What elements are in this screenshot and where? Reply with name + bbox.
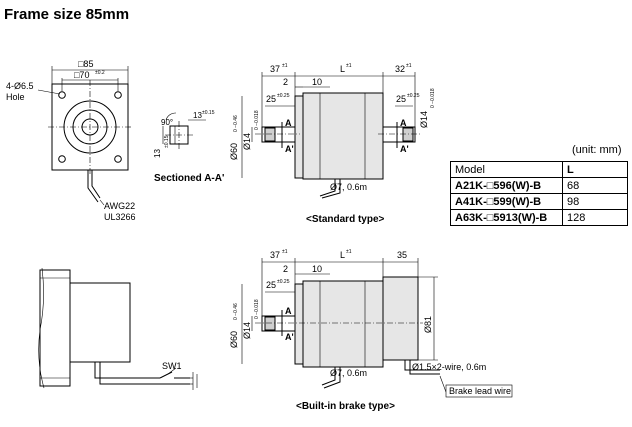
table-row: A21K-□596(W)-B 68: [450, 177, 628, 194]
std-dim-60-tol: 0 −0.46: [233, 115, 239, 132]
header-model: Model: [450, 161, 563, 178]
unit-label: (unit: mm): [572, 144, 622, 156]
std-marker-a-rear: A: [400, 118, 407, 128]
switch-sw1: SW1: [162, 361, 182, 371]
std-dim-37-tol: ±1: [282, 63, 288, 69]
brake-dim-60-tol: 0 −0.46: [233, 303, 239, 320]
dim-outer-85: □85: [78, 59, 93, 69]
std-cable: Ø7, 0.6m: [330, 182, 367, 192]
row-L: 128: [562, 209, 628, 226]
std-dim-25: 25: [266, 94, 276, 104]
std-dim-14-tol: 0 −0.018: [254, 110, 260, 130]
brake-lead-box: [445, 384, 513, 398]
section-dim-13v: 13: [153, 149, 162, 158]
row-model: A21K-□596(W)-B: [450, 177, 563, 194]
row-L: 68: [562, 177, 628, 194]
brake-dim-L-tol: ±1: [346, 249, 352, 255]
header-L: L: [562, 161, 628, 178]
page-title: Frame size 85mm: [4, 6, 130, 23]
row-model: A41K-□599(W)-B: [450, 193, 563, 210]
brake-dim-81: Ø81: [423, 316, 433, 333]
brake-marker-a-prime: A': [285, 332, 294, 342]
side-view: [38, 267, 198, 390]
standard-view: [241, 72, 420, 199]
brake-dim-10: 10: [312, 264, 322, 274]
section-dim-13v-tol: ±0.15: [164, 135, 170, 148]
std-dim-L: L: [340, 64, 345, 74]
brake-marker-a: A: [285, 306, 292, 316]
std-dim-32-tol: ±1: [406, 63, 412, 69]
std-dim-32: 32: [395, 64, 405, 74]
brake-dim-L: L: [340, 250, 345, 260]
table-row: A63K-□5913(W)-B 128: [450, 209, 628, 226]
section-aa-view: [162, 112, 206, 149]
std-marker-a-prime: A': [285, 144, 294, 154]
std-marker-a: A: [285, 118, 292, 128]
brake-type-label: <Built-in brake type>: [296, 401, 395, 412]
section-90-deg: 90°: [161, 118, 173, 127]
std-dim-37: 37: [270, 64, 280, 74]
std-dim-60: Ø60: [229, 143, 239, 160]
standard-type-label: <Standard type>: [306, 214, 385, 225]
std-dim-14: Ø14: [242, 133, 252, 150]
section-dim-13: 13: [193, 111, 202, 120]
brake-dim-60: Ø60: [229, 331, 239, 348]
table-row: A41K-□599(W)-B 98: [450, 193, 628, 210]
hole-spec: 4-Ø6.5: [6, 81, 34, 91]
std-dim-14r-tol: 0 −0.018: [430, 88, 436, 108]
front-view: [37, 66, 132, 206]
std-dim-10: 10: [312, 77, 322, 87]
brake-dim-14-tol: 0 −0.018: [254, 299, 260, 319]
cable-awg: AWG22: [104, 201, 135, 211]
cable-std: UL3266: [104, 212, 136, 222]
brake-dim-37: 37: [270, 250, 280, 260]
std-dim-2: 2: [283, 77, 288, 87]
brake-lead-wire: Brake lead wire: [449, 386, 511, 396]
row-L: 98: [562, 193, 628, 210]
brake-dim-25-tol: ±0.25: [277, 279, 290, 285]
section-aa-label: Sectioned A-A': [154, 173, 224, 184]
model-table: Model L A21K-□596(W)-B 68 A41K-□599(W)-B…: [450, 161, 628, 226]
std-dim-25r: 25: [396, 94, 406, 104]
dim-inner-70: □70: [74, 70, 89, 80]
brake-wire: Ø1.5×2-wire, 0.6m: [412, 362, 486, 372]
brake-cable: Ø7, 0.6m: [330, 368, 367, 378]
brake-dim-25: 25: [266, 280, 276, 290]
brake-dim-35: 35: [397, 250, 407, 260]
dim-inner-70-tol: ±0.2: [95, 70, 105, 76]
std-dim-14r: Ø14: [419, 111, 429, 128]
std-dim-L-tol: ±1: [346, 63, 352, 69]
std-dim-25-tol: ±0.25: [277, 93, 290, 99]
std-marker-a-prime-rear: A': [400, 144, 409, 154]
brake-view: [241, 258, 447, 393]
brake-dim-14: Ø14: [242, 322, 252, 339]
std-dim-25r-tol: ±0.25: [407, 93, 420, 99]
brake-dim-37-tol: ±1: [282, 249, 288, 255]
row-model: A63K-□5913(W)-B: [450, 209, 563, 226]
table-header-row: Model L: [450, 161, 628, 178]
section-dim-13-tol: ±0.15: [202, 110, 215, 116]
hole-word: Hole: [6, 92, 25, 102]
brake-dim-2: 2: [283, 264, 288, 274]
